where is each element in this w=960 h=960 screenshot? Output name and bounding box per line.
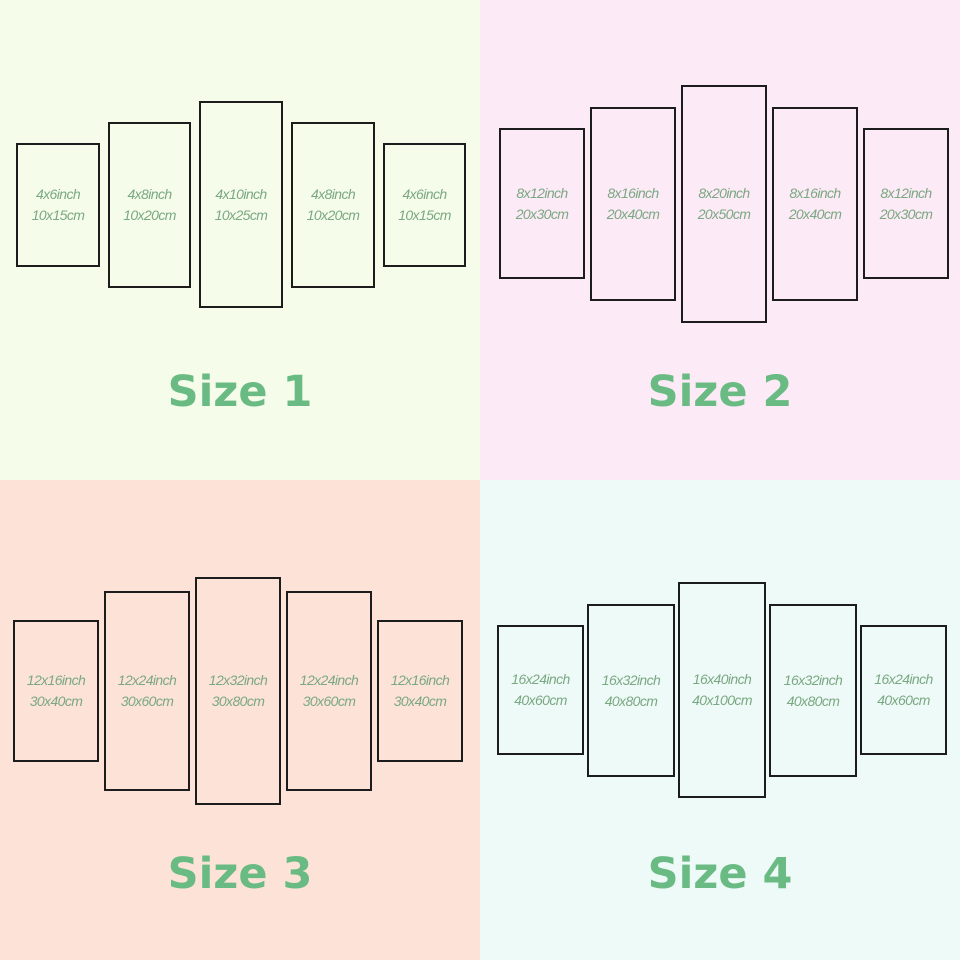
panel-inch-label: 12x32inch: [208, 672, 268, 688]
panel-inch-label: 8x16inch: [789, 185, 841, 201]
panel-cm-label: 30x60cm: [302, 693, 356, 709]
panel-cm-label: 30x40cm: [29, 693, 83, 709]
size-3-quadrant: 12x16inch 30x40cm 12x24inch 30x60cm 12x3…: [0, 480, 480, 960]
panel-inch-label: 4x6inch: [402, 186, 447, 202]
size-4-panel-4: 16x32inch 40x80cm: [769, 604, 857, 777]
size-2-panel-2: 8x16inch 20x40cm: [590, 107, 676, 301]
panel-inch-label: 4x10inch: [215, 185, 267, 202]
panel-inch-label: 16x24inch: [874, 671, 933, 687]
size-4-panel-2: 16x32inch 40x80cm: [587, 604, 675, 777]
size-4-title: Size 4: [647, 849, 793, 899]
panel-inch-label: 4x8inch: [127, 186, 172, 202]
size-1-title: Size 1: [167, 367, 313, 417]
panel-inch-label: 16x24inch: [511, 671, 570, 687]
size-3-panel-4: 12x24inch 30x60cm: [286, 591, 372, 791]
panel-cm-label: 10x15cm: [31, 207, 85, 223]
size-2-title: Size 2: [647, 367, 793, 417]
panel-inch-label: 4x6inch: [35, 186, 81, 202]
panel-inch-label: 16x32inch: [783, 671, 843, 688]
size-1-panel-1: 4x6inch 10x15cm: [16, 143, 100, 267]
panel-inch-label: 8x12inch: [516, 184, 568, 201]
panel-cm-label: 40x100cm: [692, 692, 752, 708]
size-2-panel-1: 8x12inch 20x30cm: [499, 128, 585, 279]
size-1-panel-2: 4x8inch 10x20cm: [108, 122, 191, 288]
panel-cm-label: 40x60cm: [514, 692, 567, 708]
size-3-panel-1: 12x16inch 30x40cm: [13, 620, 99, 762]
panel-inch-label: 8x20inch: [698, 185, 750, 201]
size-4-panel-5: 16x24inch 40x60cm: [860, 625, 947, 755]
panel-inch-label: 12x16inch: [26, 672, 86, 688]
size-2-quadrant: 8x12inch 20x30cm 8x16inch 20x40cm 8x20in…: [480, 0, 960, 480]
size-3-title: Size 3: [167, 849, 313, 899]
panel-inch-label: 16x32inch: [601, 671, 661, 688]
size-1-panel-4: 4x8inch 10x20cm: [291, 122, 375, 288]
panel-cm-label: 20x40cm: [606, 206, 660, 222]
panel-cm-label: 10x15cm: [398, 207, 451, 223]
size-2-panel-5: 8x12inch 20x30cm: [863, 128, 949, 279]
panel-inch-label: 4x8inch: [310, 186, 356, 202]
panel-cm-label: 30x80cm: [211, 693, 265, 709]
size-4-panel-1: 16x24inch 40x60cm: [497, 625, 584, 755]
panel-cm-label: 40x60cm: [877, 692, 930, 708]
size-3-panel-3: 12x32inch 30x80cm: [195, 577, 281, 805]
size-3-panel-2: 12x24inch 30x60cm: [104, 591, 190, 791]
panel-inch-label: 12x24inch: [299, 672, 359, 688]
panel-cm-label: 30x40cm: [393, 693, 447, 709]
size-2-panel-3: 8x20inch 20x50cm: [681, 85, 767, 323]
panel-inch-label: 12x16inch: [390, 672, 450, 688]
panel-cm-label: 20x50cm: [697, 206, 751, 222]
size-3-panel-5: 12x16inch 30x40cm: [377, 620, 463, 762]
size-2-panel-4: 8x16inch 20x40cm: [772, 107, 858, 301]
size-1-panel-3: 4x10inch 10x25cm: [199, 101, 283, 308]
size-4-quadrant: 16x24inch 40x60cm 16x32inch 40x80cm 16x4…: [480, 480, 960, 960]
panel-cm-label: 20x40cm: [788, 206, 842, 222]
panel-cm-label: 40x80cm: [786, 692, 840, 709]
panel-cm-label: 20x30cm: [515, 205, 569, 222]
panel-inch-label: 8x12inch: [880, 184, 932, 201]
size-1-quadrant: 4x6inch 10x15cm 4x8inch 10x20cm 4x10inch…: [0, 0, 480, 480]
panel-cm-label: 20x30cm: [879, 205, 933, 222]
panel-cm-label: 40x80cm: [604, 692, 658, 709]
panel-inch-label: 12x24inch: [117, 672, 177, 688]
panel-cm-label: 30x60cm: [120, 693, 174, 709]
panel-cm-label: 10x20cm: [306, 207, 360, 223]
panel-inch-label: 8x16inch: [607, 185, 659, 201]
panel-inch-label: 16x40inch: [692, 671, 752, 687]
panel-cm-label: 10x20cm: [123, 207, 176, 223]
size-1-panel-5: 4x6inch 10x15cm: [383, 143, 466, 267]
size-4-panel-3: 16x40inch 40x100cm: [678, 582, 766, 798]
panel-cm-label: 10x25cm: [214, 206, 268, 223]
